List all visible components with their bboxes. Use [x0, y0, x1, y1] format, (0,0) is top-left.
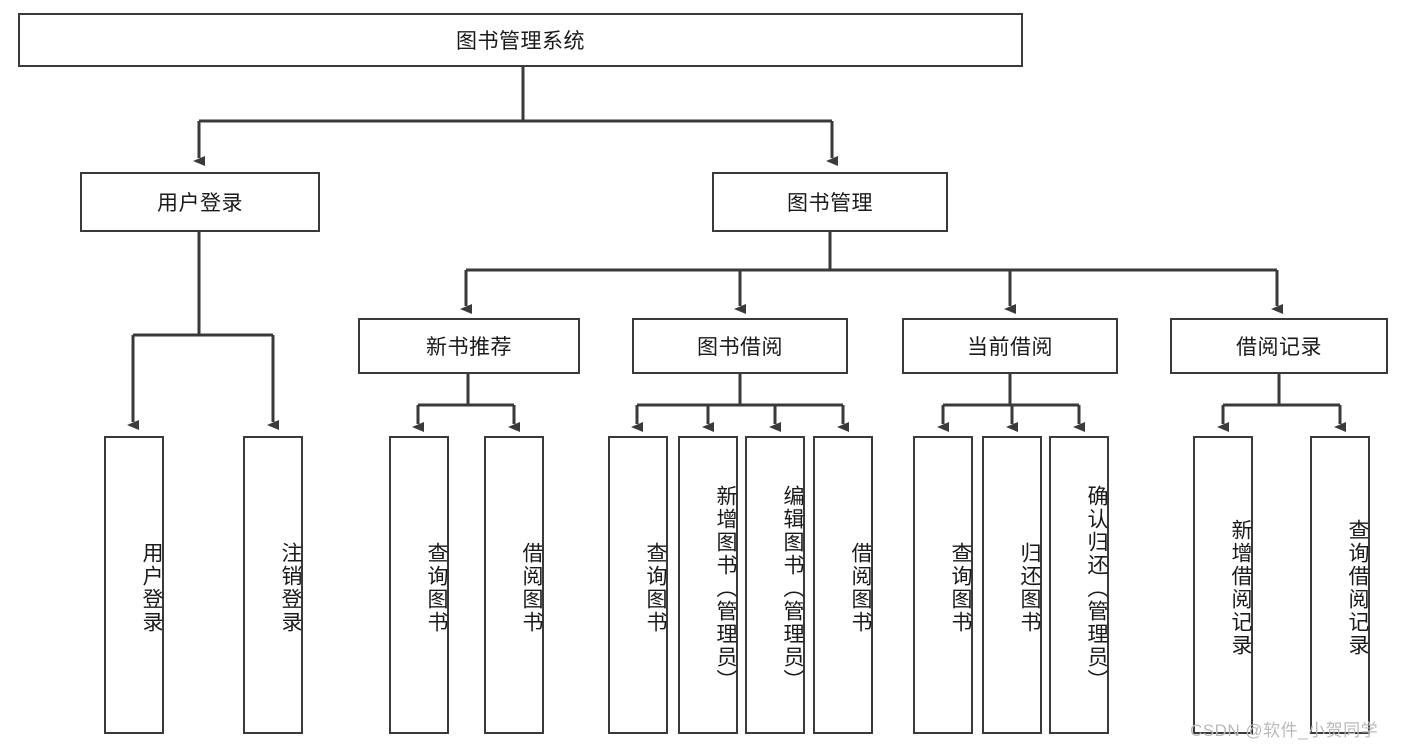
node-leaf-user-login-label: 用户登录	[140, 542, 163, 634]
node-leaf-query-book-3[interactable]: 查询图书	[913, 436, 973, 734]
node-current-borrow-label: 当前借阅	[967, 336, 1053, 359]
node-leaf-return-book-label: 归还图书	[1018, 542, 1041, 634]
node-book-manage[interactable]: 图书管理	[712, 172, 948, 232]
node-leaf-add-book-label: 新增图书（管理员）	[714, 484, 737, 692]
node-user-login[interactable]: 用户登录	[80, 172, 320, 232]
node-leaf-edit-book[interactable]: 编辑图书（管理员）	[745, 436, 805, 734]
csdn-watermark: CSDN @软件_小贺同学	[1190, 721, 1379, 740]
node-leaf-query-book-3-label: 查询图书	[949, 542, 972, 634]
node-leaf-add-record-label: 新增借阅记录	[1229, 519, 1252, 657]
node-leaf-logout[interactable]: 注销登录	[243, 436, 303, 734]
node-leaf-borrow-book-1[interactable]: 借阅图书	[484, 436, 544, 734]
node-leaf-user-login[interactable]: 用户登录	[104, 436, 164, 734]
node-leaf-logout-label: 注销登录	[279, 542, 302, 634]
node-leaf-return-book[interactable]: 归还图书	[982, 436, 1042, 734]
node-new-book-rec[interactable]: 新书推荐	[358, 318, 580, 374]
node-new-book-rec-label: 新书推荐	[426, 336, 512, 359]
node-leaf-confirm-return[interactable]: 确认归还（管理员）	[1049, 436, 1109, 734]
node-leaf-confirm-return-label: 确认归还（管理员）	[1085, 484, 1108, 692]
node-root[interactable]: 图书管理系统	[18, 13, 1023, 67]
node-book-borrow-label: 图书借阅	[697, 336, 783, 359]
node-book-manage-label: 图书管理	[787, 192, 873, 215]
node-leaf-borrow-book-2[interactable]: 借阅图书	[813, 436, 873, 734]
node-borrow-record[interactable]: 借阅记录	[1170, 318, 1388, 374]
node-book-borrow[interactable]: 图书借阅	[632, 318, 848, 374]
node-root-label: 图书管理系统	[456, 30, 585, 53]
node-leaf-query-record[interactable]: 查询借阅记录	[1310, 436, 1370, 734]
node-leaf-query-book-1[interactable]: 查询图书	[389, 436, 449, 734]
node-leaf-add-book[interactable]: 新增图书（管理员）	[678, 436, 738, 734]
node-leaf-query-book-2-label: 查询图书	[644, 542, 667, 634]
node-leaf-edit-book-label: 编辑图书（管理员）	[781, 484, 804, 692]
node-leaf-add-record[interactable]: 新增借阅记录	[1193, 436, 1253, 734]
node-leaf-query-record-label: 查询借阅记录	[1346, 519, 1369, 657]
node-leaf-borrow-book-1-label: 借阅图书	[520, 542, 543, 634]
node-leaf-query-book-1-label: 查询图书	[425, 542, 448, 634]
node-leaf-borrow-book-2-label: 借阅图书	[849, 542, 872, 634]
node-current-borrow[interactable]: 当前借阅	[902, 318, 1118, 374]
node-borrow-record-label: 借阅记录	[1236, 336, 1322, 359]
node-user-login-label: 用户登录	[157, 192, 243, 215]
node-leaf-query-book-2[interactable]: 查询图书	[608, 436, 668, 734]
